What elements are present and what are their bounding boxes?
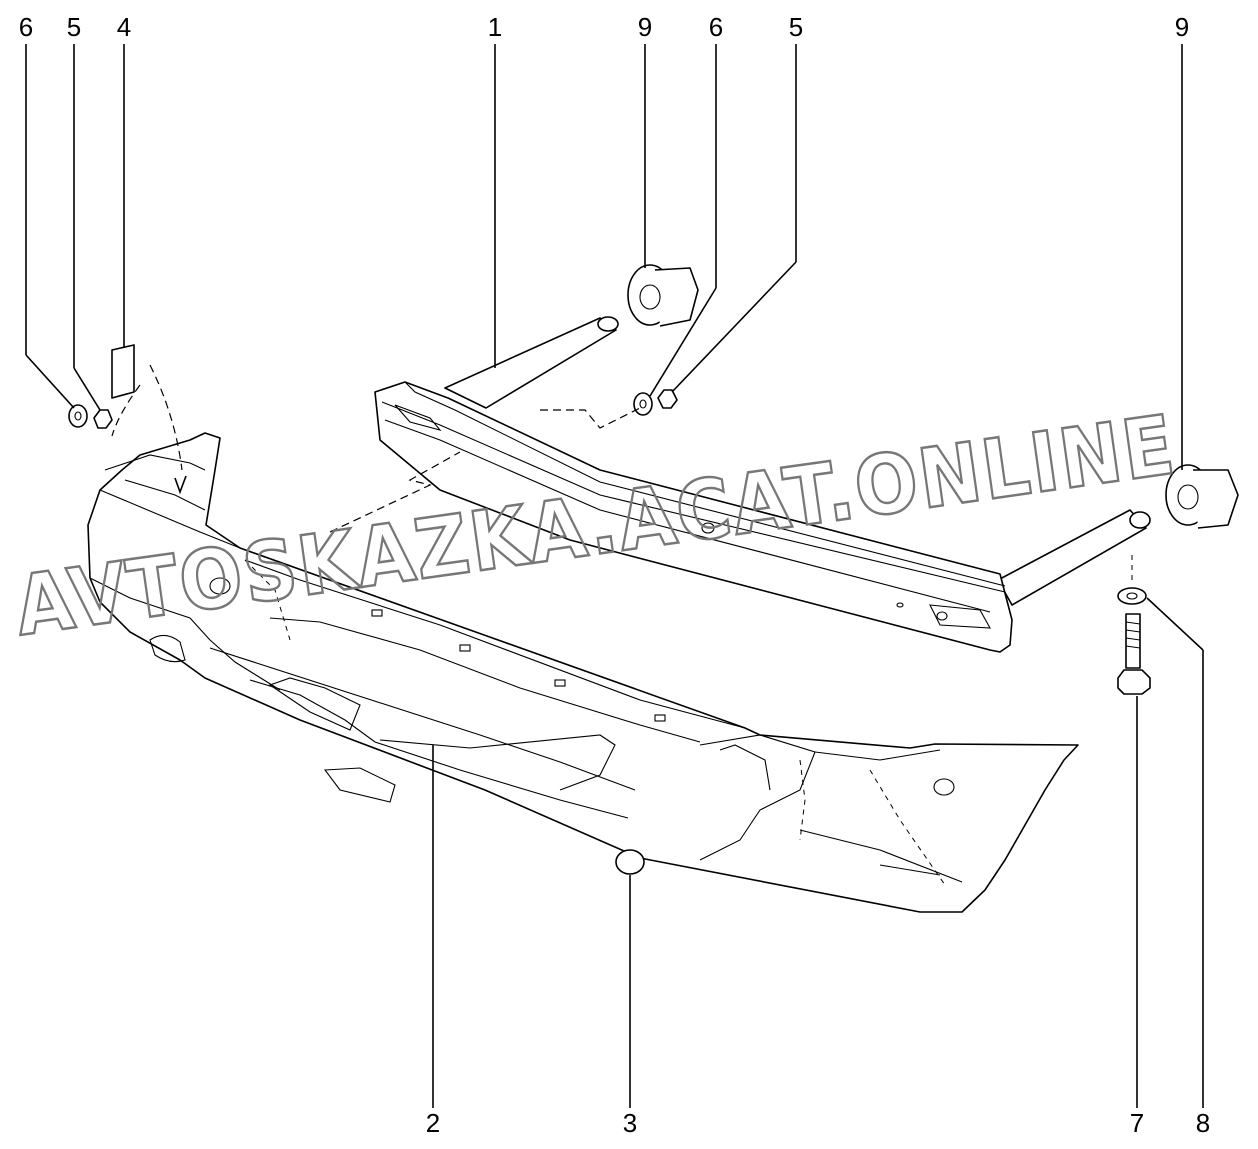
callout-label: 1 (488, 12, 502, 42)
callout-label: 5 (789, 12, 803, 42)
callout-label: 6 (19, 12, 33, 42)
callout-label: 7 (1130, 1108, 1144, 1138)
assembly-lines (111, 364, 1133, 585)
washer-center (633, 392, 653, 416)
rubber-bushing-left (627, 264, 699, 327)
callout-label: 2 (426, 1108, 440, 1138)
bumper-beam (374, 316, 1151, 653)
callout-label: 8 (1196, 1108, 1210, 1138)
bolt (1117, 613, 1151, 695)
callout-label: 5 (67, 12, 81, 42)
nut-center (657, 389, 678, 409)
nut-left (93, 409, 113, 429)
callout-label: 4 (117, 12, 131, 42)
callout-label: 9 (1175, 12, 1189, 42)
callout-label: 6 (709, 12, 723, 42)
rubber-bushing-right (1165, 464, 1239, 529)
bolt-washer (1117, 587, 1147, 605)
callout-label: 3 (623, 1108, 637, 1138)
bumper-cover (87, 432, 1079, 913)
leader-lines (25, 44, 1204, 1108)
plug-cap (615, 849, 645, 875)
callout-label: 9 (638, 12, 652, 42)
license-plate-bracket (111, 344, 135, 399)
washer-left (68, 404, 88, 428)
